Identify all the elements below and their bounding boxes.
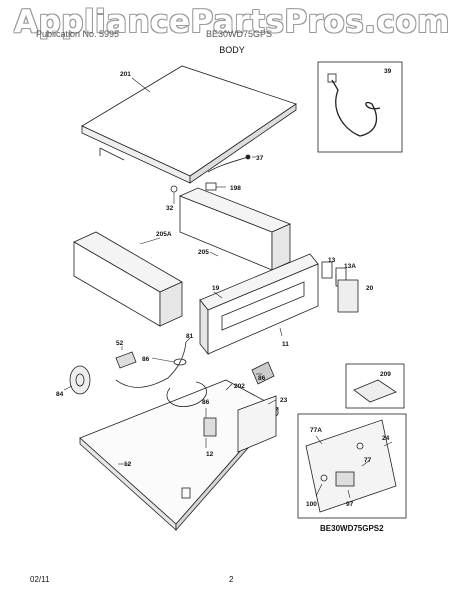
publication-number: Publication No. 5995 (36, 29, 120, 39)
callout-86-b: 86 (258, 375, 266, 382)
watermark-text: AppliancePartsPros.com (14, 4, 450, 40)
section-title: BODY (219, 45, 245, 55)
bracket-52 (115, 351, 137, 369)
callout-86-c: 86 (202, 399, 210, 406)
callout-198: 198 (230, 185, 241, 192)
insulation-inset-209 (345, 363, 405, 409)
callout-100: 100 (306, 501, 317, 508)
model-header: BE30WD75GPS (206, 29, 273, 39)
footer-page: 2 (229, 575, 234, 584)
callout-13A: 13A (344, 263, 356, 270)
callout-12-a: 12 (206, 451, 214, 458)
power-cord-inset-39 (317, 61, 403, 153)
callout-39: 39 (384, 68, 392, 75)
callout-209: 209 (380, 371, 391, 378)
callout-202: 202 (234, 383, 245, 390)
knob-20 (337, 279, 359, 313)
bracket-198 (205, 182, 217, 191)
callout-205: 205 (198, 249, 209, 256)
callout-81: 81 (186, 333, 194, 340)
side-frame-205A (73, 231, 183, 327)
callout-20: 20 (366, 285, 374, 292)
rear-frame-205 (178, 187, 292, 271)
callout-84: 84 (56, 391, 64, 398)
callout-19: 19 (212, 285, 220, 292)
callout-12-b: 12 (124, 461, 132, 468)
callout-205A: 205A (156, 231, 172, 238)
element-84 (69, 365, 91, 395)
top-panel-201 (81, 65, 297, 184)
clip-86b (251, 361, 275, 385)
wire-harness-37 (207, 154, 251, 173)
callout-52: 52 (116, 340, 124, 347)
callout-201: 201 (120, 71, 131, 78)
callout-77: 77 (364, 457, 372, 464)
callout-32: 32 (166, 205, 174, 212)
callout-11: 11 (282, 341, 289, 348)
switch-13 (321, 261, 333, 279)
footer-date: 02/11 (30, 575, 50, 584)
harness-81 (115, 341, 187, 388)
control-board-inset-24 (297, 413, 407, 519)
body-box-202 (79, 379, 279, 532)
callout-13: 13 (328, 257, 336, 264)
callout-86-a: 86 (142, 356, 150, 363)
side-panel-23 (237, 395, 277, 453)
model-code: BE30WD75GPS2 (320, 524, 384, 533)
screw-32 (170, 185, 178, 193)
callout-37: 37 (256, 155, 264, 162)
control-panel-19 (199, 253, 319, 356)
callout-23: 23 (280, 397, 288, 404)
callout-77A: 77A (310, 427, 322, 434)
callout-97: 97 (346, 501, 354, 508)
callout-24: 24 (382, 435, 390, 442)
